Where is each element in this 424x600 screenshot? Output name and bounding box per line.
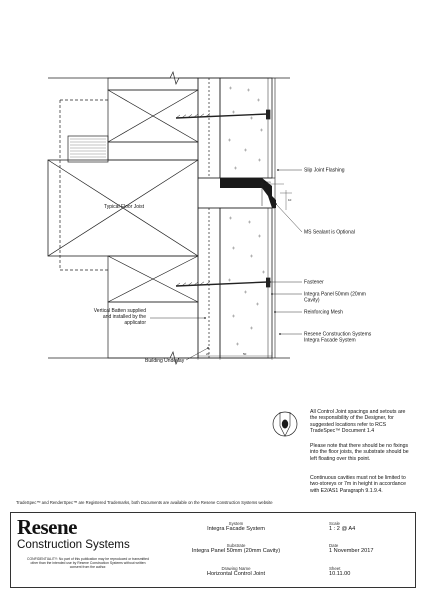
label-panel-line2: Cavity) bbox=[304, 298, 320, 304]
label-batten-line3: applicator bbox=[124, 320, 146, 326]
title-block: Resene Construction Systems CONFIDENTIAL… bbox=[10, 512, 416, 588]
substrate-heading: Substrate bbox=[226, 543, 246, 548]
vertical-batten bbox=[197, 77, 221, 359]
leader-arrowheads bbox=[204, 169, 281, 349]
fastener-lower bbox=[175, 277, 271, 288]
drawing-name-heading: Drawing Name bbox=[221, 566, 251, 571]
label-ms-sealant: MS Sealant is Optional bbox=[304, 230, 355, 236]
leader-lines bbox=[150, 169, 303, 361]
label-batten-line2: and installed by the bbox=[103, 314, 146, 320]
scale-cell: Scale 1 : 2 @ A4 bbox=[329, 521, 409, 532]
date-cell: Date 1 November 2017 bbox=[329, 543, 409, 554]
panel-texture bbox=[228, 86, 265, 346]
control-joint bbox=[197, 177, 276, 209]
drawing-name-value: Horizontal Control Joint bbox=[206, 571, 266, 577]
drawing-name-cell: Drawing Name Horizontal Control Joint bbox=[161, 566, 311, 577]
label-building-underlay: Building Underlay bbox=[145, 358, 185, 364]
substrate-cell: Substrate Integra Panel 50mm (20mm Cavit… bbox=[161, 543, 311, 554]
fastener-upper bbox=[175, 109, 271, 120]
scale-value: 1 : 2 @ A4 bbox=[329, 526, 356, 532]
label-slip-joint-flashing: Slip Joint Flashing bbox=[304, 168, 345, 174]
label-batten-line1: Vertical Batten supplied bbox=[94, 308, 146, 314]
label-resene-line2: Integra Facade System bbox=[304, 338, 356, 344]
sheet-cell: Sheet 10.11.00 bbox=[329, 566, 409, 577]
note-control-joint-spacings: All Control Joint spacings and setouts a… bbox=[310, 409, 406, 435]
label-fastener: Fastener bbox=[304, 280, 324, 286]
trademark-notice: TradeSpec™ and RenderSpec™ are Registere… bbox=[16, 500, 273, 505]
dim-10: 10 bbox=[288, 198, 292, 202]
label-typical-floor-joist: Typical Floor Joist bbox=[104, 204, 145, 210]
flooring-hatch bbox=[70, 138, 106, 161]
brand-logo: Resene Construction Systems bbox=[17, 515, 130, 552]
date-value: 1 November 2017 bbox=[329, 548, 374, 554]
dim-20: 20 bbox=[206, 352, 210, 356]
sheet-value: 10.11.00 bbox=[329, 571, 351, 577]
confidentiality-notice: CONFIDENTIALITY: No part of this publica… bbox=[27, 557, 149, 570]
date-heading: Date bbox=[329, 543, 339, 548]
dim-50: 50 bbox=[243, 352, 247, 356]
label-resene-line1: Resene Construction Systems bbox=[304, 332, 372, 338]
label-panel-line1: Integra Panel 50mm (20mm bbox=[304, 292, 366, 298]
note-continuous-cavities: Continuous cavities must not be limited … bbox=[310, 475, 407, 494]
brand-name: Resene bbox=[17, 515, 77, 539]
timber-framing bbox=[47, 70, 290, 366]
substrate-value: Integra Panel 50mm (20mm Cavity) bbox=[191, 548, 281, 554]
joint-detail-symbol bbox=[272, 411, 298, 437]
system-value: Integra Facade System bbox=[207, 526, 265, 532]
scale-heading: Scale bbox=[329, 521, 340, 526]
brand-subtitle: Construction Systems bbox=[17, 538, 130, 551]
label-reinforcing-mesh: Reinforcing Mesh bbox=[304, 310, 343, 316]
note-no-fixings: Please note that there should be no fixi… bbox=[310, 443, 409, 462]
integra-panel-upper bbox=[219, 77, 273, 179]
sheet-heading: Sheet bbox=[329, 566, 341, 571]
dim-8mm: 8mm bbox=[264, 180, 271, 184]
system-heading: System bbox=[228, 521, 244, 526]
dimensions bbox=[197, 183, 292, 360]
system-cell: System Integra Facade System bbox=[161, 521, 311, 532]
